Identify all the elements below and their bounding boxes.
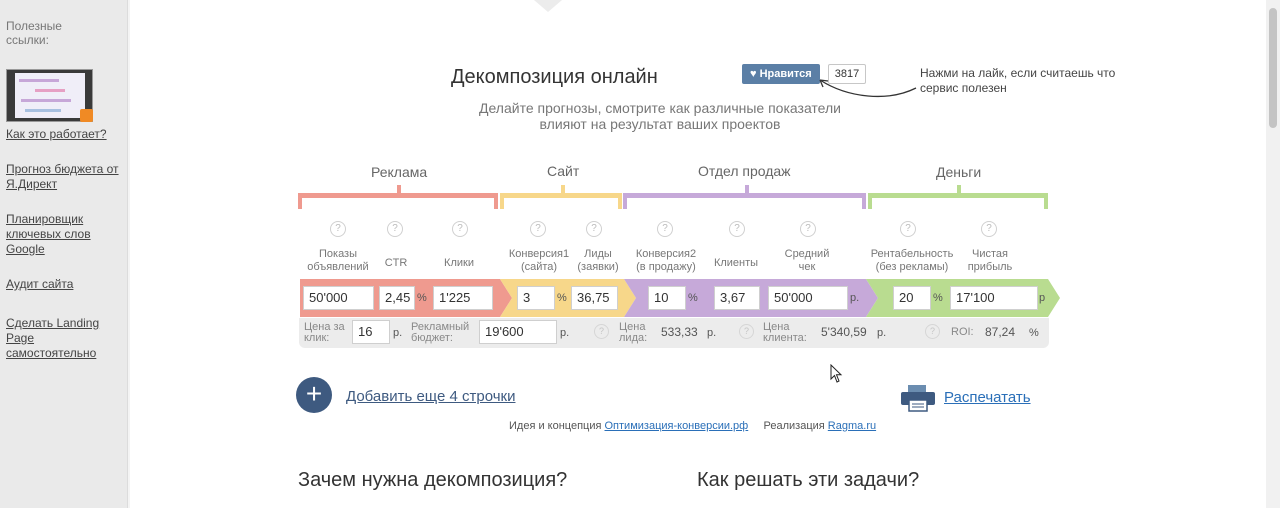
metric-label: CTR [384,257,408,269]
impl-label: Реализация [763,420,825,432]
sidebar-link-google-planner[interactable]: Планировщик ключевых слов Google [6,212,91,256]
metric-label: Средний чек [784,248,830,273]
site-bracket [500,193,622,198]
heading-why: Зачем нужна декомпозиция? [298,469,568,491]
cpa-unit: р. [877,327,887,339]
section-ads: Реклама [371,164,428,180]
secondary-row [299,318,1049,348]
leads-value: 36,75 [571,286,618,310]
main-content [130,0,1266,508]
page-title: Декомпозиция онлайн [451,66,658,88]
help-icon[interactable]: ? [739,324,754,339]
video-thumbnail[interactable] [6,69,93,122]
help-icon[interactable]: ? [330,221,346,237]
metric-label: Конверсия1 (сайта) [508,248,570,273]
sidebar-title: Полезные ссылки: [6,19,62,47]
budget-label: Рекламный бюджет: [411,321,470,344]
help-icon[interactable]: ? [900,221,916,237]
sales-bracket [623,193,866,198]
metric-label: Показы объявлений [307,248,369,273]
metric-label: Рентабельность (без рекламы) [870,248,954,273]
metric-label: Лиды (заявки) [577,248,619,273]
add-rows-link[interactable]: Добавить еще 4 строчки [346,388,516,405]
cpc-label: Цена за клик: [304,321,345,344]
metric-label: Чистая прибыль [967,248,1013,273]
roi-label: ROI: [951,326,974,338]
conversion1-input[interactable]: 3 [517,286,555,310]
net-profit-unit: р [1039,292,1046,304]
section-site: Сайт [547,163,580,179]
metric-label: Клиенты [713,257,759,269]
profitability-unit: % [933,292,943,304]
clients-value: 3,67 [714,286,760,310]
net-profit-value: 17'100 [950,286,1038,310]
cpa-value: 5'340,59 [821,325,867,339]
avg-check-input[interactable]: 50'000 [768,286,848,310]
help-icon[interactable]: ? [981,221,997,237]
sidebar: Полезные ссылки: Как это работает? Прогн… [0,0,128,508]
like-hint: Нажми на лайк, если считаешь что сервис … [920,66,1116,95]
help-icon[interactable]: ? [925,324,940,339]
cpl-value: 533,33 [661,325,698,339]
conversion2-unit: % [688,292,698,304]
cpc-unit: р. [393,327,403,339]
hint-arrow-icon [819,79,917,97]
scrollbar-thumb[interactable] [1269,8,1277,128]
help-icon[interactable]: ? [387,221,403,237]
help-icon[interactable]: ? [530,221,546,237]
sidebar-link-site-audit[interactable]: Аудит сайта [6,277,74,291]
clicks-value: 1'225 [433,286,493,310]
budget-unit: р. [560,327,570,339]
cpl-unit: р. [707,327,717,339]
like-button[interactable]: ♥ Нравится [742,64,820,84]
conversion2-input[interactable]: 10 [648,286,686,310]
like-label: Нравится [759,68,812,80]
impressions-input[interactable]: 50'000 [303,286,374,310]
help-icon[interactable]: ? [729,221,745,237]
metric-label: Конверсия2 (в продажу) [635,248,697,273]
like-count: 3817 [828,64,866,84]
top-notch [534,0,562,12]
idea-label: Идея и концепция [509,420,602,432]
print-link[interactable]: Распечатать [944,389,1031,406]
cpl-label: Цена лида: [619,321,648,344]
ctr-input[interactable]: 2,45 [379,286,415,310]
page-subtitle: Делайте прогнозы, смотрите как различные… [479,100,841,132]
scrollbar[interactable] [1266,0,1280,508]
metric-label: Клики [444,257,474,269]
credits: Идея и концепция Оптимизация-конверсии.р… [509,420,876,432]
ads-bracket [298,193,498,198]
help-icon[interactable]: ? [452,221,468,237]
help-icon[interactable]: ? [586,221,602,237]
roi-value: 87,24 [985,325,1016,339]
help-icon[interactable]: ? [657,221,673,237]
printer-icon[interactable] [900,384,936,412]
sidebar-link-landing-page[interactable]: Сделать Landing Page самостоятельно [6,316,100,360]
money-bracket [868,193,1048,198]
help-icon[interactable]: ? [800,221,816,237]
ctr-unit: % [417,292,427,304]
help-icon[interactable]: ? [594,324,609,339]
add-rows-button[interactable]: + [296,377,332,413]
impl-link[interactable]: Ragma.ru [827,420,877,432]
idea-link[interactable]: Оптимизация-конверсии.рф [604,420,749,432]
section-money: Деньги [936,164,982,180]
section-sales: Отдел продаж [698,163,791,179]
mouse-cursor-icon [830,364,843,383]
sidebar-link-how-it-works[interactable]: Как это работает? [6,127,107,141]
conversion1-unit: % [557,292,567,304]
play-icon [80,109,93,122]
roi-unit: % [1029,327,1039,339]
cpa-label: Цена клиента: [763,321,807,344]
budget-value: 19'600 [479,320,557,344]
cpc-input[interactable]: 16 [352,320,390,344]
sidebar-link-yandex-forecast[interactable]: Прогноз бюджета от Я.Директ [6,162,119,191]
profitability-input[interactable]: 20 [893,286,931,310]
heading-how: Как решать эти задачи? [697,469,920,491]
avg-check-unit: р. [850,292,860,304]
